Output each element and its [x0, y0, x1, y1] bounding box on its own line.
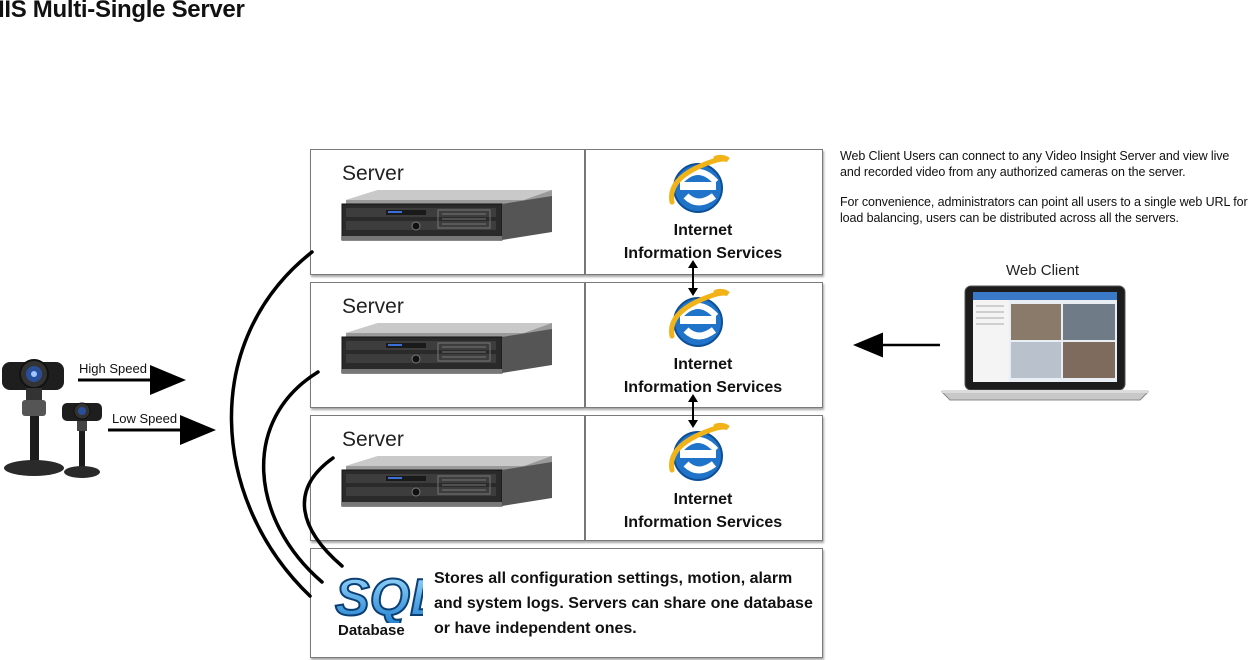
sql-logo-text: SQL: [335, 569, 423, 623]
server-1-db-link: [229, 250, 314, 598]
internet-explorer-icon: [669, 154, 730, 213]
database-description: Stores all configuration settings, motio…: [434, 570, 813, 637]
internet-explorer-icon: [669, 422, 730, 481]
iis-sync-arrow-2: [688, 394, 698, 428]
page-title: IIS Multi-Single Server: [0, 0, 245, 23]
database-label: Database: [338, 622, 405, 639]
rack-server-icon: [341, 456, 552, 507]
rack-server-icon: [341, 190, 552, 241]
web-client-description-1: Web Client Users can connect to any Vide…: [840, 149, 1230, 179]
iis-label-2: Internet Information Services: [585, 353, 821, 399]
iis-label-line1: Internet: [673, 356, 733, 373]
server-label-3: Server: [342, 428, 404, 451]
iis-label-line2: Information Services: [623, 379, 783, 396]
server-3-db-link: [302, 456, 344, 568]
web-client-description-2: For convenience, administrators can poin…: [840, 195, 1248, 225]
iis-label-3: Internet Information Services: [585, 488, 821, 534]
database-box: [310, 548, 823, 658]
server-2-db-link: [261, 370, 324, 584]
web-client-label: Web Client: [1006, 262, 1080, 279]
iis-label-line1: Internet: [673, 491, 733, 508]
server-label-1: Server: [342, 162, 404, 185]
laptop-icon: [940, 285, 1150, 401]
iis-label-line1: Internet: [673, 222, 733, 239]
sql-logo-icon: SQL: [334, 568, 423, 623]
rack-server-icon: [341, 323, 552, 374]
low-speed-label: Low Speed: [112, 411, 178, 426]
internet-explorer-icon: [669, 288, 730, 347]
camera-high-speed-icon: [2, 359, 64, 476]
iis-sync-arrow-1: [688, 260, 698, 296]
iis-label-1: Internet Information Services: [585, 219, 821, 265]
server-label-2: Server: [342, 295, 404, 318]
high-speed-label: High Speed: [79, 361, 147, 376]
iis-label-line2: Information Services: [623, 245, 783, 262]
iis-label-line2: Information Services: [623, 514, 783, 531]
camera-low-speed-icon: [62, 402, 102, 478]
